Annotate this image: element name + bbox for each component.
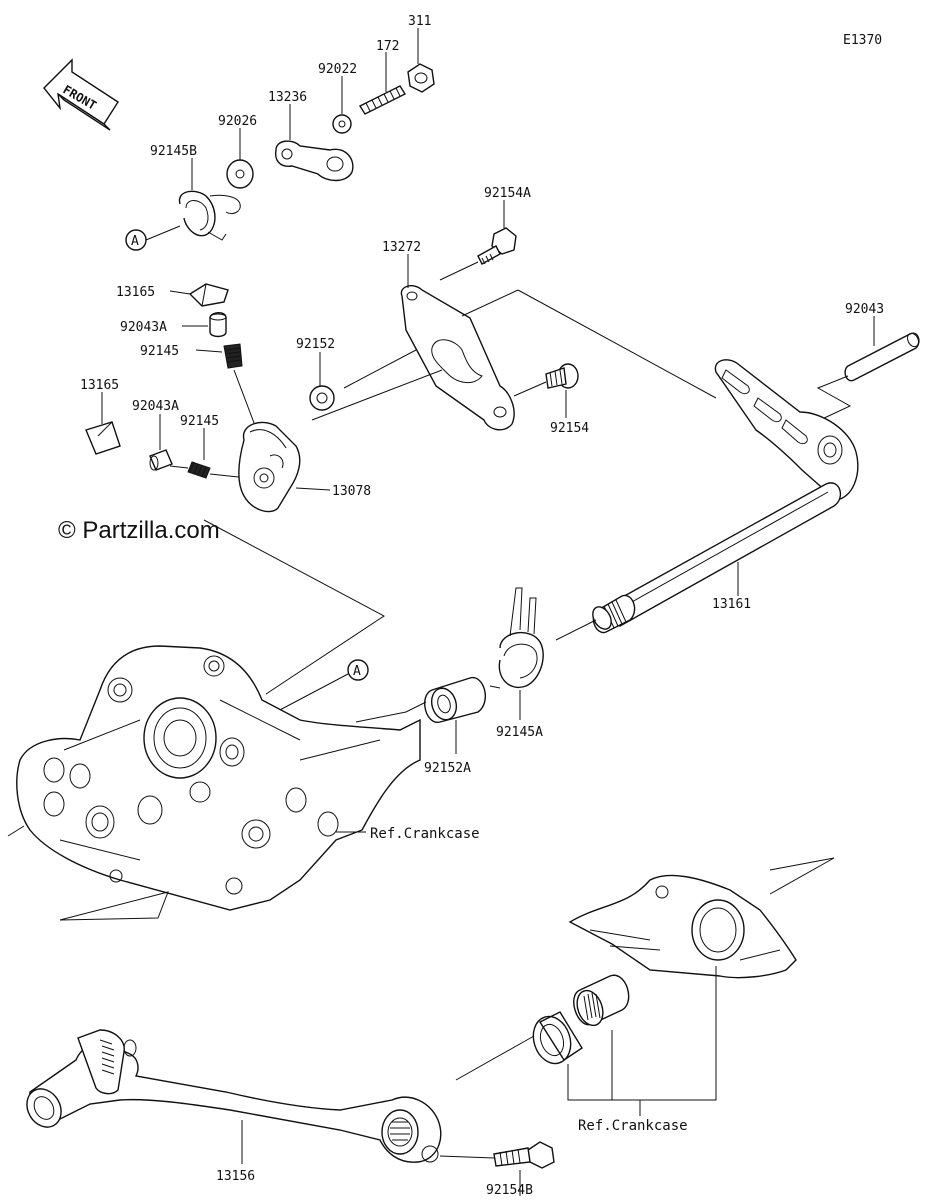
label-13165-left: 13165 [80, 378, 119, 393]
rod-172 [358, 52, 407, 115]
label-13078: 13078 [332, 484, 371, 499]
spring-92145-top [223, 343, 243, 369]
label-92043: 92043 [845, 302, 884, 317]
bracket-ref-crankcase-2 [567, 966, 717, 1101]
callout-a-top: A [125, 225, 181, 251]
assembly-lines [311, 289, 717, 689]
assembly-triangle-1 [59, 891, 169, 921]
front-arrow-icon: FRONT [43, 58, 119, 131]
needle-bearing [573, 974, 630, 1027]
label-92022: 92022 [318, 62, 357, 77]
callout-a-mid-label: A [353, 664, 361, 679]
washer-92152 [309, 352, 335, 411]
collar-92152A [355, 677, 487, 754]
ref-crankcase-1: Ref.Crankcase [370, 826, 480, 842]
callout-a-mid: A [275, 659, 369, 713]
label-92154: 92154 [550, 421, 589, 436]
label-92154B: 92154B [486, 1183, 533, 1198]
label-92154A: 92154A [484, 186, 531, 201]
oil-seal [532, 1011, 583, 1065]
label-92145B: 92145B [150, 144, 197, 159]
label-92145-left: 92145 [180, 414, 219, 429]
washer-92022 [332, 76, 352, 134]
nut-311 [407, 28, 435, 93]
assembly-line-pedal [455, 1035, 535, 1081]
screw-92154 [513, 363, 579, 418]
label-92026: 92026 [218, 114, 257, 129]
label-92043A-top: 92043A [120, 320, 167, 335]
guide-plate-13272 [400, 254, 515, 431]
spring-92145B [178, 158, 241, 241]
assembly-line-cam [203, 519, 385, 695]
label-92145A: 92145A [496, 725, 543, 740]
wedge-13165-top [188, 283, 229, 307]
shift-shaft-13161 [592, 359, 859, 634]
label-13156: 13156 [216, 1169, 255, 1184]
wedge-13165-left [85, 392, 121, 455]
label-92043A-left: 92043A [132, 399, 179, 414]
spring-92145A [498, 587, 544, 720]
label-92152: 92152 [296, 337, 335, 352]
label-13272: 13272 [382, 240, 421, 255]
pin-92043 [816, 316, 920, 421]
shift-pedal-13156 [26, 1029, 442, 1164]
pin-92043A-top [209, 312, 227, 338]
label-13165-top: 13165 [116, 285, 155, 300]
washer-92026 [226, 128, 254, 189]
bolt-92154B [439, 1141, 555, 1196]
label-13161: 13161 [712, 597, 751, 612]
crankcase-left [7, 645, 421, 911]
label-92145-top: 92145 [140, 344, 179, 359]
crankcase-right [568, 857, 835, 979]
callout-a-top-label: A [131, 234, 139, 249]
link-plate-13236 [274, 104, 354, 182]
label-311: 311 [408, 14, 431, 29]
lead-13165-top [169, 290, 191, 295]
label-172: 172 [376, 39, 399, 54]
watermark-text: © Partzilla.com [58, 517, 220, 544]
diagram-code: E1370 [843, 33, 882, 48]
pin-92043A-left [149, 414, 173, 471]
lead-92145-top [195, 349, 223, 353]
label-92152A: 92152A [424, 761, 471, 776]
bolt-92154A [439, 200, 517, 281]
label-13236: 13236 [268, 90, 307, 105]
spring-92145-left [169, 428, 249, 479]
ref-crankcase-2: Ref.Crankcase [578, 1118, 688, 1134]
cam-13078 [238, 421, 331, 513]
